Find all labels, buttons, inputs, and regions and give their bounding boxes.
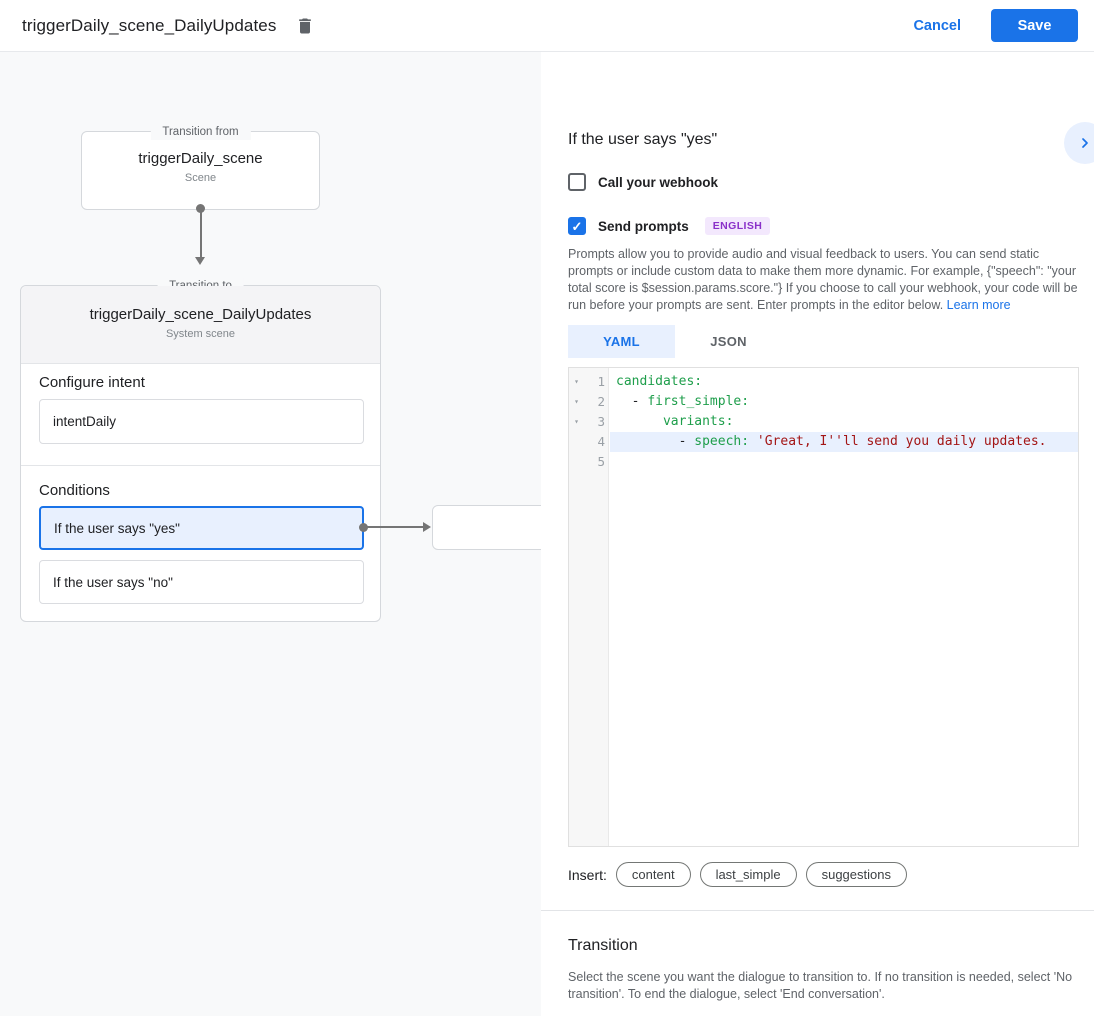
code-text: - speech: 'Great, I''ll send you daily u… xyxy=(610,432,1078,452)
transition-from-label: Transition from xyxy=(150,124,251,140)
transition-from-node[interactable]: Transition from triggerDaily_scene Scene xyxy=(81,124,320,210)
flow-arrow-down xyxy=(200,212,202,258)
code-text: candidates: xyxy=(616,374,703,389)
description-text: Prompts allow you to provide audio and v… xyxy=(568,247,1078,312)
line-gutter: ▾1 xyxy=(569,372,610,392)
code-line[interactable]: 4 - speech: 'Great, I''ll send you daily… xyxy=(569,432,1078,452)
scene-title: triggerDaily_scene_DailyUpdates xyxy=(22,15,277,35)
call-webhook-checkbox[interactable] xyxy=(568,173,586,191)
topbar: triggerDaily_scene_DailyUpdates Cancel S… xyxy=(0,0,1094,52)
editor-gutter xyxy=(569,368,609,846)
line-number: 4 xyxy=(597,434,605,449)
main-content: Transition from triggerDaily_scene Scene… xyxy=(0,52,1094,1016)
flow-arrow-right xyxy=(366,526,424,528)
to-scene-type: System scene xyxy=(165,328,236,340)
webhook-row: Call your webhook xyxy=(568,173,718,191)
line-gutter: ▾2 xyxy=(569,392,610,412)
fold-arrow-icon[interactable]: ▾ xyxy=(574,397,579,406)
prompts-row: Send prompts ENGLISH xyxy=(568,217,771,235)
insert-chip-suggestions[interactable]: suggestions xyxy=(805,862,907,887)
topbar-actions: Cancel Save xyxy=(913,9,1078,42)
transition-target-node[interactable] xyxy=(432,505,541,550)
chevron-right-icon xyxy=(1082,138,1088,148)
to-scene-name: triggerDaily_scene_DailyUpdates xyxy=(89,306,312,323)
code-line[interactable]: ▾3 variants: xyxy=(569,412,1078,432)
panel-title: If the user says "yes" xyxy=(568,131,718,148)
code-text: - first_simple: xyxy=(616,394,750,409)
cancel-button[interactable]: Cancel xyxy=(913,17,961,34)
condition-editor-panel: If the user says "yes" Call your webhook… xyxy=(541,52,1094,1016)
collapse-panel-button[interactable] xyxy=(1064,122,1094,164)
code-text: variants: xyxy=(662,414,734,429)
tab-json[interactable]: JSON xyxy=(710,334,747,349)
insert-chip-last-simple[interactable]: last_simple xyxy=(699,862,797,887)
insert-row: Insert: content last_simple suggestions xyxy=(568,862,907,887)
insert-label: Insert: xyxy=(568,866,607,883)
code-text xyxy=(610,452,1078,472)
line-gutter: ▾3 xyxy=(569,412,610,432)
editor-format-tabs: YAML JSON xyxy=(568,325,782,358)
learn-more-link[interactable]: Learn more xyxy=(946,298,1011,312)
line-number: 3 xyxy=(597,414,605,429)
trash-icon xyxy=(299,18,312,33)
connector-dot xyxy=(359,523,368,532)
line-number: 2 xyxy=(597,394,605,409)
send-prompts-checkbox[interactable] xyxy=(568,217,586,235)
language-badge: ENGLISH xyxy=(704,217,771,235)
transition-to-node[interactable]: Transition to triggerDaily_scene_DailyUp… xyxy=(20,278,381,622)
scene-flow-canvas: Transition from triggerDaily_scene Scene… xyxy=(0,52,541,1016)
line-gutter: 5 xyxy=(569,452,610,472)
from-scene-type: Scene xyxy=(184,172,217,184)
section-divider xyxy=(541,910,1094,911)
save-button[interactable]: Save xyxy=(991,9,1078,42)
transition-description: Select the scene you want the dialogue t… xyxy=(568,970,1073,1001)
connector-dot xyxy=(196,204,205,213)
prompts-description: Prompts allow you to provide audio and v… xyxy=(568,246,1081,314)
condition-item-yes[interactable]: If the user says "yes" xyxy=(39,506,364,550)
tab-yaml[interactable]: YAML xyxy=(568,325,675,358)
insert-chip-content[interactable]: content xyxy=(615,862,691,887)
conditions-heading: Conditions xyxy=(39,482,110,499)
transition-heading: Transition xyxy=(568,937,638,954)
flow-arrow-right-head xyxy=(423,522,431,532)
line-number: 1 xyxy=(597,374,605,389)
flow-arrow-down-head xyxy=(195,257,205,265)
scene-node-header: triggerDaily_scene_DailyUpdates System s… xyxy=(21,286,380,364)
call-webhook-label: Call your webhook xyxy=(598,174,719,190)
from-scene-name: triggerDaily_scene xyxy=(138,150,263,167)
condition-item-no[interactable]: If the user says "no" xyxy=(39,560,364,604)
intent-field[interactable]: intentDaily xyxy=(39,399,364,444)
delete-button[interactable] xyxy=(293,14,317,38)
line-number: 5 xyxy=(597,454,605,469)
configure-intent-heading: Configure intent xyxy=(39,374,145,391)
code-line[interactable]: 5 xyxy=(569,452,1078,472)
send-prompts-label: Send prompts xyxy=(598,218,689,234)
fold-spacer xyxy=(569,432,584,452)
fold-arrow-icon[interactable]: ▾ xyxy=(574,417,579,426)
fold-spacer xyxy=(569,452,584,472)
fold-arrow-icon[interactable]: ▾ xyxy=(574,377,579,386)
code-line[interactable]: ▾2 - first_simple: xyxy=(569,392,1078,412)
node-section-divider xyxy=(21,465,380,466)
line-gutter: 4 xyxy=(569,432,610,452)
